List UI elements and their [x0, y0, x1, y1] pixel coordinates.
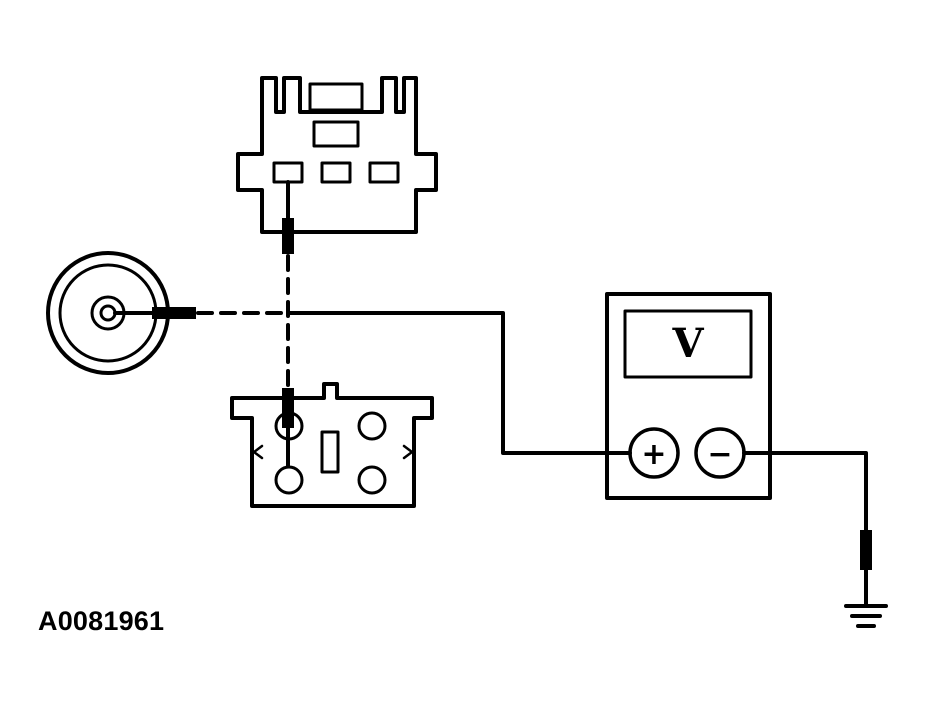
lower-probe-icon: [282, 388, 294, 468]
sensor-icon: [46, 251, 170, 375]
meter-display-symbol: V: [671, 320, 704, 367]
negative-lead-wire: [742, 451, 868, 534]
voltmeter-icon: [605, 292, 772, 500]
negative-terminal-label: −: [707, 437, 732, 472]
lower-connector-icon: [230, 382, 434, 508]
positive-lead-wire: [288, 311, 632, 455]
ground-icon: [844, 604, 888, 628]
positive-terminal-label: +: [641, 437, 666, 472]
figure-id: A0081961: [38, 606, 165, 636]
top-probe-icon: [282, 180, 294, 254]
positive-terminal[interactable]: [628, 427, 680, 479]
ground-probe-icon: [860, 530, 872, 608]
top-connector-icon: [236, 76, 438, 234]
sensor-probe-icon: [152, 307, 196, 319]
